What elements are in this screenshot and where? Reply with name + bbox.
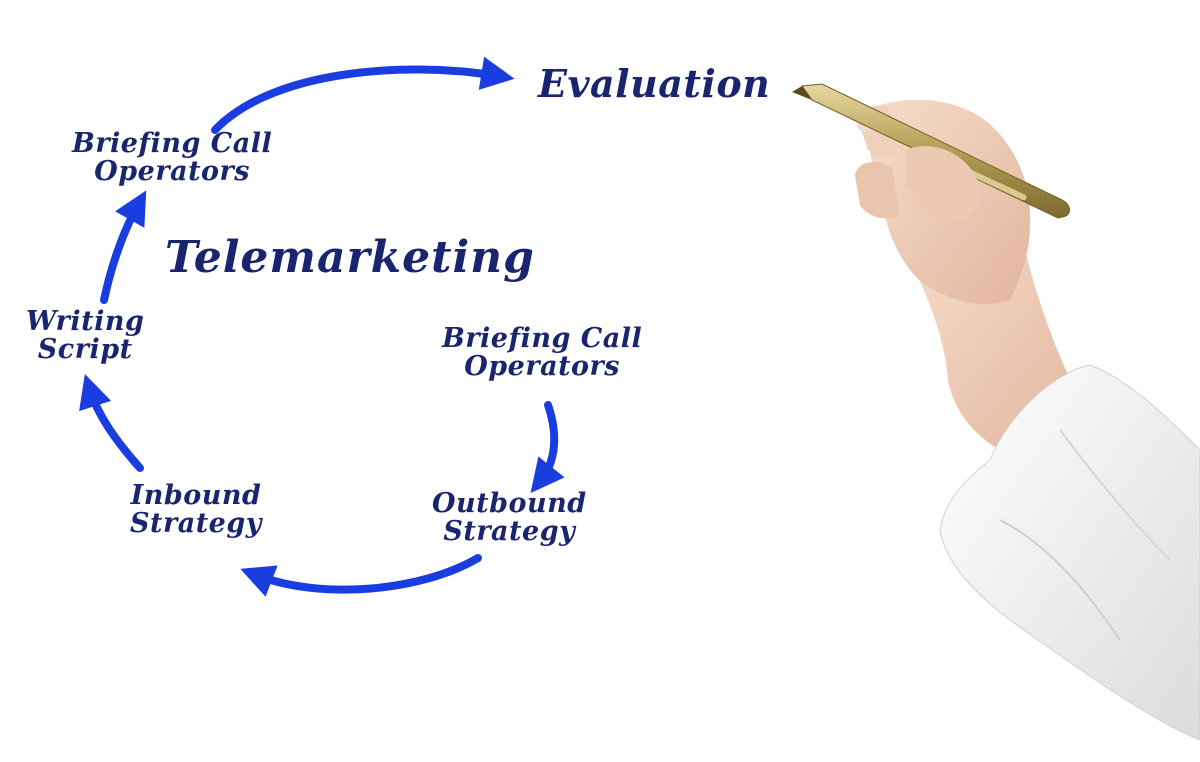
node-outbound-line-1: Outbound — [432, 488, 587, 519]
node-evaluation: Evaluation — [538, 64, 770, 104]
sleeve-fold — [1059, 429, 1171, 561]
arrow-inbound-to-writing — [79, 374, 144, 472]
node-evaluation-line-1: Evaluation — [538, 61, 771, 106]
arrow-outbound-to-inbound — [240, 554, 482, 597]
node-briefing-call-operators-top: Briefing Call Operators — [72, 128, 273, 188]
node-briefing-top-line-1: Briefing Call — [72, 128, 273, 159]
node-briefing-top-line-2: Operators — [94, 156, 250, 188]
node-inbound-line-2: Strategy — [130, 508, 262, 540]
arrow-writing-to-briefing — [100, 190, 147, 304]
node-writing-script-line-2: Script — [37, 334, 133, 366]
node-briefing-right-line-2: Operators — [464, 351, 620, 383]
node-writing-script: Writing Script — [26, 306, 145, 366]
sleeve-fold — [999, 519, 1121, 641]
thumb-shape — [905, 146, 980, 223]
node-inbound-line-1: Inbound — [130, 480, 262, 511]
node-outbound-line-2: Strategy — [443, 516, 576, 548]
node-outbound-strategy: Outbound Strategy — [432, 488, 587, 548]
arrow-briefing-to-outbound — [530, 401, 565, 494]
node-briefing-call-operators-right: Briefing Call Operators — [442, 323, 643, 383]
sleeve-shape — [939, 364, 1200, 741]
finger-shape — [855, 161, 900, 219]
arrow-briefing-to-evaluation — [211, 56, 515, 134]
node-writing-script-line-1: Writing — [26, 306, 145, 337]
node-inbound-strategy: Inbound Strategy — [130, 480, 262, 540]
diagram-title: Telemarketing — [165, 232, 535, 283]
node-briefing-right-line-1: Briefing Call — [442, 323, 643, 354]
